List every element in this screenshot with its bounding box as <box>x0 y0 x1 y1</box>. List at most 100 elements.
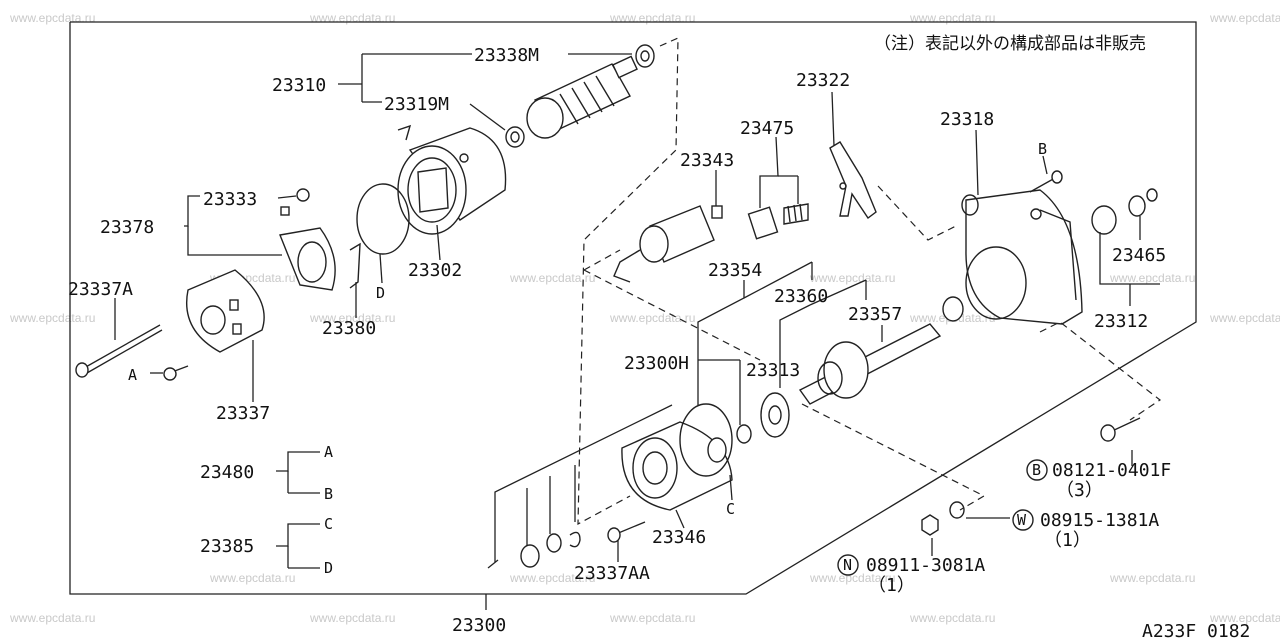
part-23302-yoke[interactable] <box>397 124 507 235</box>
part-23380-clip[interactable] <box>349 242 361 289</box>
watermarks: www.epcdata.ru www.epcdata.ru www.epcdat… <box>9 11 1280 625</box>
watermark: www.epcdata.ru <box>909 11 995 25</box>
label-23357: 23357 <box>848 304 902 325</box>
part-23318-front-housing[interactable] <box>961 189 1083 325</box>
label-08911-qty: （1） <box>868 575 915 596</box>
label-23354: 23354 <box>708 260 762 281</box>
circled-w-marker <box>1012 509 1034 531</box>
watermark: www.epcdata.ru <box>9 611 95 625</box>
watermark: www.epcdata.ru <box>609 611 695 625</box>
part-23337A-through-bolt[interactable] <box>75 324 163 378</box>
part-23313-gear[interactable] <box>760 392 790 438</box>
label-23346: 23346 <box>652 527 706 548</box>
part-23337-rear-cover[interactable] <box>186 269 265 353</box>
part-screw-a[interactable] <box>163 365 189 381</box>
part-23378-brush-plate[interactable] <box>279 227 336 291</box>
watermark: www.epcdata.ru <box>809 271 895 285</box>
label-08121-0401F: 08121-0401F <box>1052 460 1171 481</box>
callout-d: D <box>376 284 385 302</box>
part-bearing[interactable] <box>942 296 964 322</box>
part-08121-bolt[interactable] <box>1100 417 1141 442</box>
watermark: www.epcdata.ru <box>309 611 395 625</box>
part-washer-small[interactable] <box>520 544 540 568</box>
part-23338M-bearing[interactable] <box>635 44 655 68</box>
diagram-frame <box>69 21 1197 595</box>
part-23337AA-bolt[interactable] <box>607 521 646 543</box>
part-08915-washer[interactable] <box>949 501 965 519</box>
part-08911-nut[interactable] <box>921 514 939 536</box>
part-23343-solenoid[interactable] <box>613 205 723 283</box>
part-pin[interactable] <box>487 559 499 569</box>
callout-a: A <box>128 366 137 384</box>
part-23465-bearing[interactable] <box>1128 195 1146 217</box>
callout-d-23385: D <box>324 559 333 577</box>
part-washer[interactable] <box>736 424 752 444</box>
circled-b-letter: B <box>1032 461 1041 479</box>
label-23312: 23312 <box>1094 311 1148 332</box>
part-23319M-bearing[interactable] <box>505 126 525 148</box>
label-23337AA: 23337AA <box>574 563 650 584</box>
label-23322: 23322 <box>796 70 850 91</box>
part-23475-plunger[interactable] <box>747 206 779 240</box>
watermark: www.epcdata.ru <box>309 11 395 25</box>
part-23475-spring[interactable] <box>783 203 809 225</box>
label-08915-1381A: 08915-1381A <box>1040 510 1159 531</box>
watermark: www.epcdata.ru <box>809 571 895 585</box>
watermark: www.epcdata.ru <box>509 271 595 285</box>
label-23475: 23475 <box>740 118 794 139</box>
label-23337A: 23337A <box>68 279 133 300</box>
part-armature[interactable] <box>526 55 638 139</box>
label-23300H: 23300H <box>624 353 689 374</box>
bearing-hole <box>510 131 520 143</box>
watermark: www.epcdata.ru <box>9 311 95 325</box>
label-23343: 23343 <box>680 150 734 171</box>
watermark: www.epcdata.ru <box>909 611 995 625</box>
part-23333-nut[interactable] <box>296 188 310 202</box>
label-23302: 23302 <box>408 260 462 281</box>
watermark: www.epcdata.ru <box>209 571 295 585</box>
leader-lines <box>114 53 1160 610</box>
label-23318: 23318 <box>940 109 994 130</box>
watermark: www.epcdata.ru <box>1209 11 1280 25</box>
circled-n-letter: N <box>843 556 852 574</box>
callout-a-23480: A <box>324 443 333 461</box>
watermark: www.epcdata.ru <box>609 11 695 25</box>
label-23333: 23333 <box>203 189 257 210</box>
circled-b-marker <box>1026 459 1048 481</box>
watermark: www.epcdata.ru <box>609 311 695 325</box>
label-23378: 23378 <box>100 217 154 238</box>
part-23346-end-frame[interactable] <box>621 403 733 511</box>
watermark: www.epcdata.ru <box>309 311 395 325</box>
callout-b: B <box>1038 140 1047 158</box>
dashed-assembly-lines <box>577 37 1162 526</box>
label-23465: 23465 <box>1112 245 1166 266</box>
label-23337: 23337 <box>216 403 270 424</box>
label-23480: 23480 <box>200 462 254 483</box>
watermark: www.epcdata.ru <box>1109 271 1195 285</box>
label-08121-qty: （3） <box>1056 480 1103 501</box>
label-23385: 23385 <box>200 536 254 557</box>
label-23300: 23300 <box>452 615 506 636</box>
note-text: （注）表記以外の構成部品は非販売 <box>874 34 1146 54</box>
diagram-code: A233F 0182 <box>1142 621 1250 640</box>
part-clip-c[interactable] <box>569 531 581 548</box>
part-washer-small[interactable] <box>546 533 562 553</box>
label-08911-3081A: 08911-3081A <box>866 555 985 576</box>
watermark: www.epcdata.ru <box>1109 571 1195 585</box>
part-23333-bushing[interactable] <box>280 206 290 216</box>
part-23465-gear[interactable] <box>1091 205 1117 235</box>
callout-c: C <box>726 500 735 518</box>
label-08915-qty: （1） <box>1044 530 1091 551</box>
circled-n-marker <box>837 554 859 576</box>
label-23380: 23380 <box>322 318 376 339</box>
watermark: www.epcdata.ru <box>509 571 595 585</box>
part-23322-shift-lever[interactable] <box>829 141 877 220</box>
part-gasket-d[interactable] <box>356 183 410 255</box>
watermark: www.epcdata.ru <box>1209 311 1280 325</box>
part-23357-pinion-shaft[interactable] <box>798 323 942 405</box>
watermark: www.epcdata.ru <box>9 11 95 25</box>
label-23319M: 23319M <box>384 94 449 115</box>
part-23465-ring[interactable] <box>1146 188 1158 202</box>
part-bolt-b[interactable] <box>1029 170 1063 193</box>
